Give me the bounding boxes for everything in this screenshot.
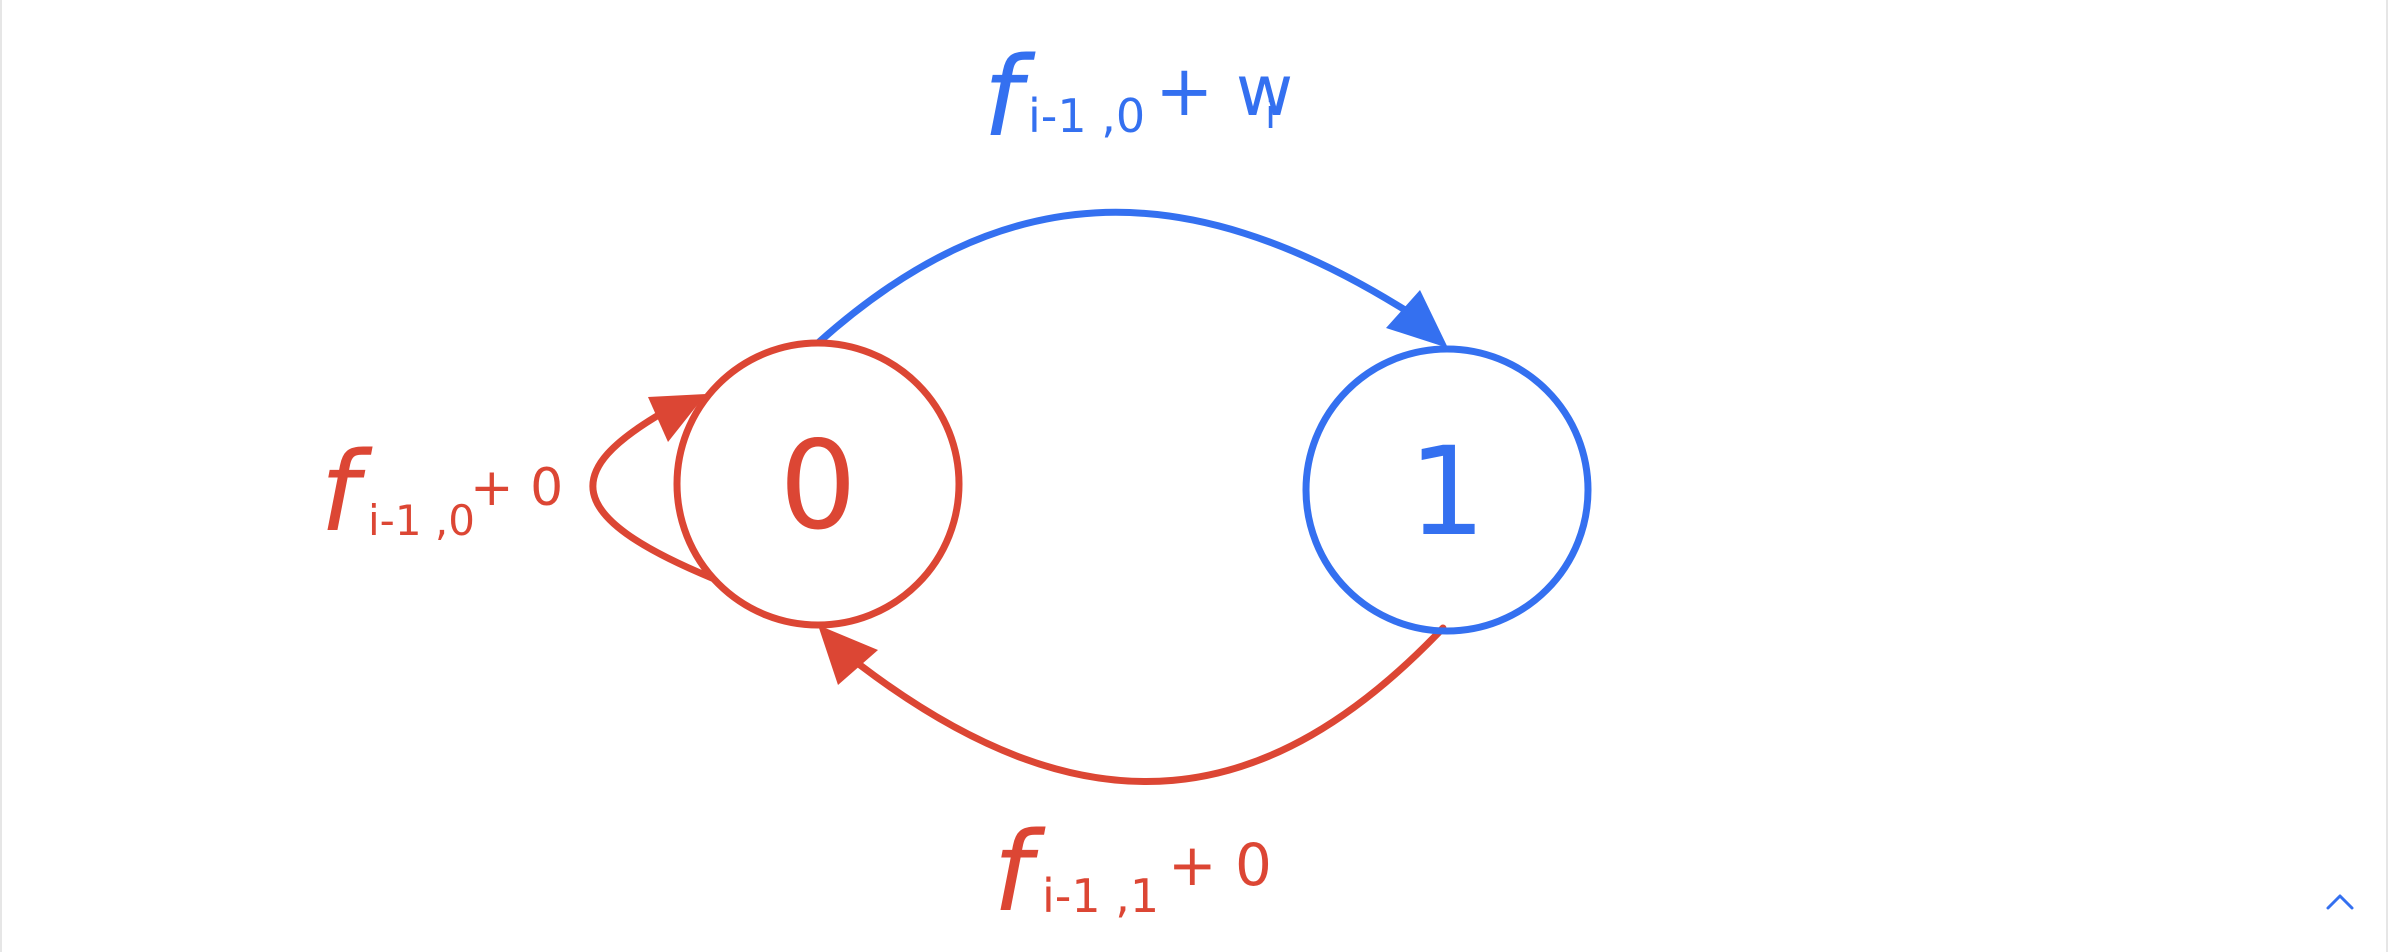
label-one-to-zero-sub: i-1 ,1 xyxy=(1042,869,1159,923)
label-zero-to-one-sub: i-1 ,0 xyxy=(1028,89,1145,143)
label-self-loop-main: f xyxy=(320,428,373,556)
state-1-circle xyxy=(1302,345,1592,635)
chevron-up-icon xyxy=(2326,894,2354,910)
right-border xyxy=(2386,0,2388,952)
edge-zero-self-loop xyxy=(589,409,716,582)
label-self-loop-rest: + 0 xyxy=(470,458,563,518)
label-one-to-zero-main: f xyxy=(993,808,1046,936)
edge-one-to-zero xyxy=(856,624,1447,786)
state-0-circle xyxy=(673,339,963,629)
arrowhead-self-loop xyxy=(648,394,706,442)
scroll-to-top-button[interactable] xyxy=(2322,884,2358,920)
edge-zero-to-one xyxy=(814,208,1409,347)
state-0-label: 0 xyxy=(779,415,857,557)
arrowhead-zero-to-one xyxy=(1386,290,1448,348)
arrowhead-one-to-zero xyxy=(818,625,878,685)
label-zero-to-one-rest-sub: i xyxy=(1265,92,1276,138)
state-1-label: 1 xyxy=(1408,421,1486,563)
label-zero-self-loop: f i-1 ,0 + 0 xyxy=(320,428,563,556)
label-self-loop-sub: i-1 ,0 xyxy=(368,496,475,545)
label-one-to-zero-rest: + 0 xyxy=(1168,831,1272,899)
label-zero-to-one-rest: + w xyxy=(1155,50,1293,132)
label-zero-to-one: f i-1 ,0 + w i xyxy=(983,33,1293,161)
label-one-to-zero: f i-1 ,1 + 0 xyxy=(993,808,1272,936)
left-border xyxy=(0,0,2,952)
